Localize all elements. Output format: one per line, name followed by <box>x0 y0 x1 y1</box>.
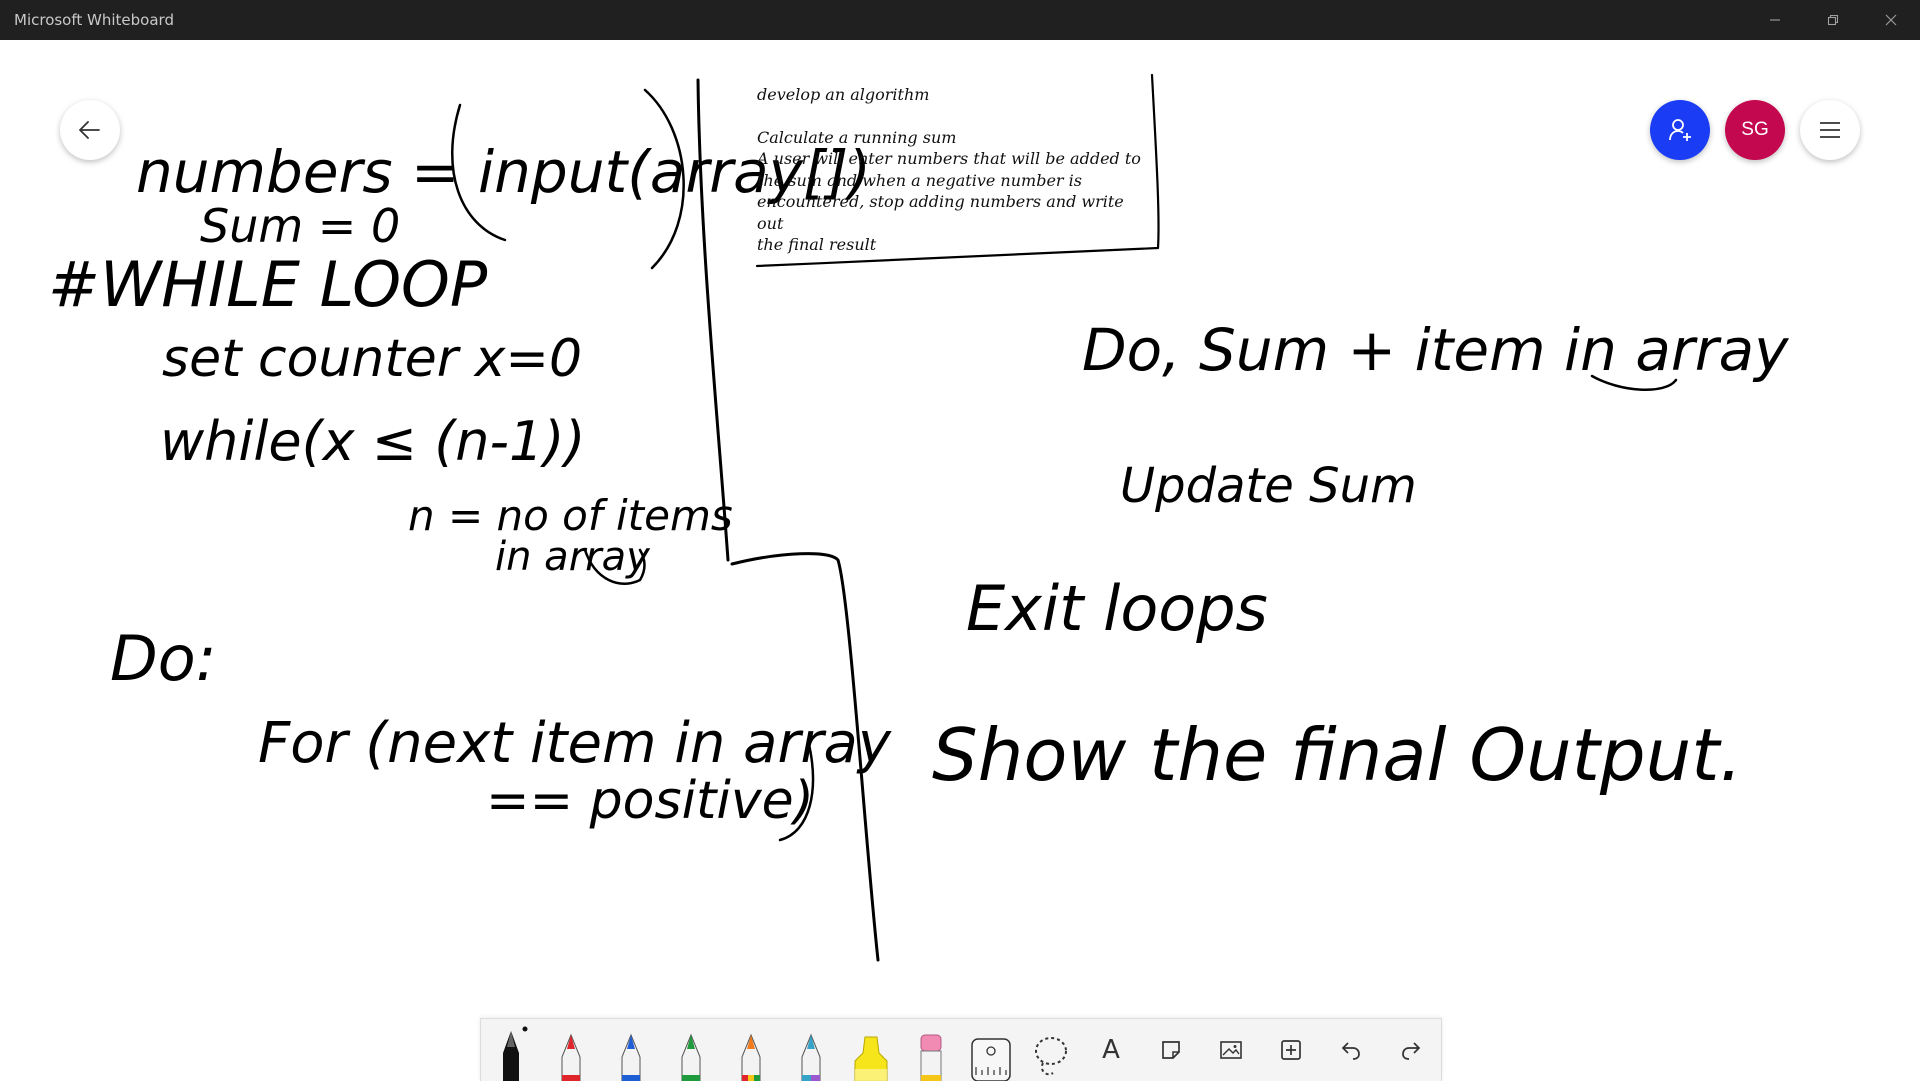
bracket-stroke <box>730 552 880 962</box>
black-pen-icon <box>503 1026 528 1081</box>
close-icon <box>1885 14 1897 26</box>
text-tool[interactable]: A <box>1081 1019 1141 1081</box>
person-add-icon <box>1669 119 1691 141</box>
ink-line-6: n = no of items <box>408 491 733 540</box>
rainbow-pen-tool[interactable] <box>721 1019 781 1081</box>
arrow-left-icon <box>79 121 100 139</box>
hamburger-menu-icon <box>1820 122 1840 138</box>
add-note-button[interactable] <box>1141 1019 1201 1081</box>
title-bar: Microsoft Whiteboard <box>0 0 1920 40</box>
vertical-divider-stroke <box>696 78 730 562</box>
note-line: A user will enter numbers that will be a… <box>757 149 1141 168</box>
ink-line-5: while(x ≤ (n-1)) <box>160 410 586 473</box>
image-icon <box>1220 1041 1242 1059</box>
undo-button[interactable] <box>1321 1019 1381 1081</box>
lasso-tool[interactable] <box>1021 1019 1081 1081</box>
ink-line-7: in array <box>495 534 651 580</box>
undo-icon <box>1341 1042 1360 1060</box>
ink-line-10: == positive) <box>486 771 814 831</box>
whiteboard-canvas[interactable]: numbers = input(array[]) Sum = 0 #WHILE … <box>0 40 1920 1080</box>
minimize-icon <box>1770 19 1780 21</box>
ruler-tool[interactable] <box>961 1019 1021 1081</box>
array-paren-stroke <box>451 103 507 242</box>
invite-button[interactable] <box>1650 100 1710 160</box>
blue-pen-icon <box>621 1033 641 1081</box>
red-pen-tool[interactable] <box>541 1019 601 1081</box>
ink-line-3: #WHILE LOOP <box>48 248 488 321</box>
lasso-icon <box>1035 1037 1067 1076</box>
note-line: Calculate a running sum <box>757 127 957 147</box>
red-pen-icon <box>561 1033 581 1081</box>
note-line: the sum and when a negative number is <box>757 170 1082 190</box>
insert-button[interactable] <box>1261 1019 1321 1081</box>
array-underline-stroke <box>583 548 646 585</box>
user-avatar[interactable]: SG <box>1725 100 1785 160</box>
input-paren-stroke <box>643 88 685 270</box>
insert-icon <box>1281 1040 1301 1060</box>
black-pen-tool[interactable] <box>481 1019 541 1081</box>
closing-paren-stroke <box>778 738 815 842</box>
ink-line-4: set counter x=0 <box>162 329 582 389</box>
minimize-button[interactable] <box>1752 0 1798 40</box>
ruler-icon <box>971 1038 1011 1081</box>
ink-toolbar: A <box>480 1018 1442 1081</box>
ink-line-2: Sum = 0 <box>200 199 400 253</box>
green-pen-icon <box>681 1033 701 1081</box>
note-line: encountered, stop adding numbers and wri… <box>757 192 1124 233</box>
redo-button[interactable] <box>1381 1019 1441 1081</box>
text-tool-label: A <box>1102 1035 1120 1065</box>
ink-line-12: Update Sum <box>1120 458 1417 514</box>
redo-icon <box>1402 1042 1421 1060</box>
avatar-initials: SG <box>1741 119 1769 140</box>
ink-layer: numbers = input(array[]) Sum = 0 #WHILE … <box>48 73 1789 962</box>
ink-line-9: For (next item in array <box>258 711 892 776</box>
restore-icon <box>1827 14 1839 26</box>
eraser-tool[interactable] <box>901 1019 961 1081</box>
note-card[interactable]: develop an algorithm Calculate a running… <box>757 84 1147 256</box>
galaxy-pen-icon <box>801 1033 821 1081</box>
ink-line-11: Do, Sum + item in array <box>1082 316 1789 384</box>
array-underline-stroke-right <box>1590 374 1678 391</box>
ink-line-14: Show the final Output. <box>932 713 1742 797</box>
restore-button[interactable] <box>1810 0 1856 40</box>
blue-pen-tool[interactable] <box>601 1019 661 1081</box>
ink-line-13: Exit loops <box>966 572 1268 645</box>
galaxy-pen-tool[interactable] <box>781 1019 841 1081</box>
highlighter-icon <box>854 1036 888 1081</box>
green-pen-tool[interactable] <box>661 1019 721 1081</box>
back-button[interactable] <box>60 100 120 160</box>
ink-line-8: Do: <box>110 622 217 695</box>
rainbow-pen-icon <box>741 1033 761 1081</box>
note-line: the final result <box>757 235 877 254</box>
note-border-stroke <box>755 73 1160 268</box>
app-title: Microsoft Whiteboard <box>14 11 174 29</box>
highlighter-tool[interactable] <box>841 1019 901 1081</box>
ink-line-1: numbers = input(array[]) <box>136 138 871 206</box>
close-button[interactable] <box>1868 0 1914 40</box>
note-heading: develop an algorithm <box>757 85 930 104</box>
insert-image-button[interactable] <box>1201 1019 1261 1081</box>
eraser-icon <box>920 1034 942 1081</box>
note-icon <box>1162 1041 1180 1059</box>
menu-button[interactable] <box>1800 100 1860 160</box>
